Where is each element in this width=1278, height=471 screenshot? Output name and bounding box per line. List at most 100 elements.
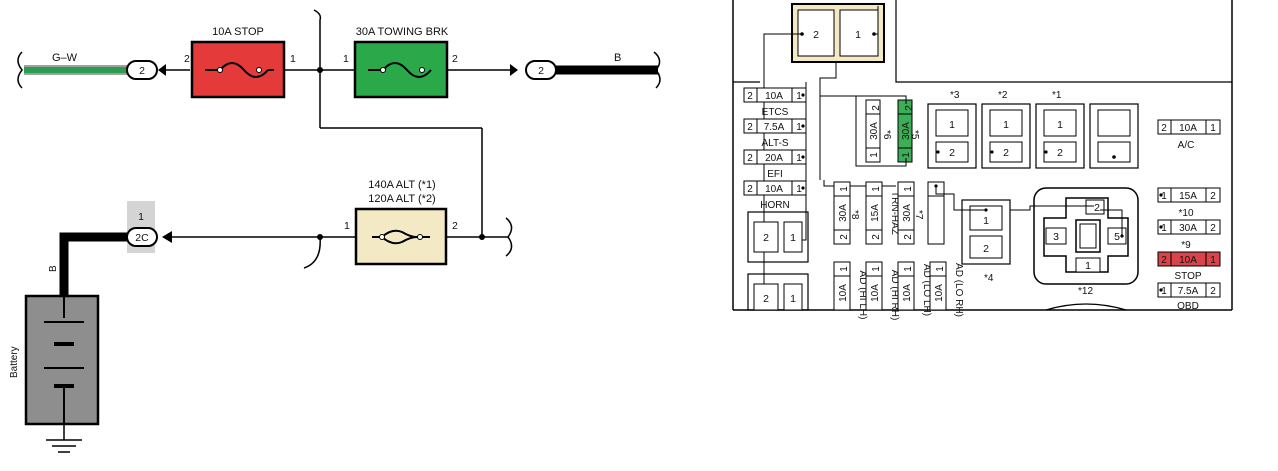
svg-text:30A: 30A: [869, 122, 880, 140]
svg-text:2: 2: [904, 105, 915, 111]
svg-text:10A: 10A: [838, 284, 849, 302]
svg-text:10A: 10A: [1179, 123, 1197, 134]
svg-text:2: 2: [747, 122, 753, 133]
svg-text:2: 2: [1210, 223, 1216, 234]
left-box-2: 2 1: [747, 273, 809, 311]
svg-text:*5: *5: [909, 130, 920, 140]
svg-text:2: 2: [1210, 191, 1216, 202]
svg-text:AD (LO RH): AD (LO RH): [953, 263, 964, 317]
svg-text:1: 1: [903, 186, 914, 192]
svg-text:1: 1: [1161, 286, 1167, 297]
fuse-ac: 2 10A 1 A/C: [1157, 119, 1221, 151]
svg-text:2: 2: [747, 91, 753, 102]
svg-text:1: 1: [869, 152, 880, 158]
svg-text:1: 1: [903, 266, 914, 272]
svg-text:2: 2: [1161, 255, 1167, 266]
svg-text:10A: 10A: [765, 91, 783, 102]
svg-text:2: 2: [1057, 147, 1063, 159]
bottom-fuses: 1 10A AD (HI LH) 1 10A AD (HI RH) 1 10A …: [833, 261, 964, 321]
svg-text:2: 2: [871, 234, 882, 240]
wire-b-right: B: [556, 51, 661, 89]
svg-text:2: 2: [1003, 147, 1009, 159]
svg-text:10A: 10A: [934, 284, 945, 302]
svg-text:1: 1: [1003, 119, 1009, 131]
svg-text:2: 2: [747, 153, 753, 164]
svg-text:A/C: A/C: [1178, 140, 1195, 151]
relay-2: 1 2: [981, 103, 1031, 169]
svg-text:1: 1: [839, 266, 850, 272]
svg-text:1: 1: [901, 152, 912, 158]
vfuse-30a-7: 1 30A 2 *7: [897, 181, 924, 245]
relay-blank: [1089, 103, 1139, 169]
stop-fuse-pin-left: 2: [184, 53, 190, 65]
svg-text:2: 2: [538, 65, 544, 77]
svg-text:2: 2: [1094, 202, 1100, 214]
fuse-box: 2 1 2 10A 1 ETCS 2 7.5A: [732, 0, 1233, 321]
towing-fuse-label: 30A TOWING BRK: [356, 26, 449, 38]
svg-text:2: 2: [983, 243, 989, 255]
svg-text:1: 1: [839, 186, 850, 192]
battery-label: Battery: [9, 346, 20, 378]
svg-text:1: 1: [796, 91, 802, 102]
svg-text:30A: 30A: [838, 204, 849, 222]
stop-fuse-label: 10A STOP: [212, 26, 264, 38]
svg-text:1: 1: [935, 266, 946, 272]
relay-3: 1 2: [927, 103, 977, 169]
vfuse-30a-6: 2 30A 1 *6: [865, 99, 892, 163]
fuse-stop-highlighted: 2 10A 1 STOP: [1157, 251, 1221, 282]
svg-text:1: 1: [871, 186, 882, 192]
battery-wire-label: B: [48, 265, 59, 272]
fuse-alt-s: 2 7.5A 1 ALT-S: [743, 118, 807, 149]
vfuse-30a-5-highlighted: 2 30A 1 *5: [897, 99, 920, 163]
wire-b-label: B: [614, 52, 621, 64]
svg-text:30A: 30A: [1179, 223, 1197, 234]
svg-text:1: 1: [855, 29, 861, 41]
alt-fuse-body: [354, 207, 448, 266]
svg-text:2: 2: [871, 105, 882, 111]
svg-text:TRN-HAZ: TRN-HAZ: [889, 191, 900, 235]
svg-text:2: 2: [747, 184, 753, 195]
left-box-1: 2 1: [747, 211, 809, 263]
svg-text:2: 2: [763, 232, 769, 244]
svg-text:1: 1: [1210, 255, 1216, 266]
left-fuses: 2 10A 1 ETCS 2 7.5A 1 ALT-S 2 20A 1: [743, 87, 807, 211]
svg-text:OBD: OBD: [1177, 301, 1199, 312]
svg-text:2: 2: [949, 147, 955, 159]
fuse-ad-hi-lh: 1 10A AD (HI LH): [833, 261, 868, 319]
svg-text:AD (HI RH): AD (HI RH): [889, 270, 900, 321]
svg-text:1: 1: [790, 232, 796, 244]
small-relay-4: 1 2 *4: [961, 199, 1011, 284]
svg-text:STOP: STOP: [1174, 271, 1201, 282]
connector-right: 2: [510, 60, 557, 80]
svg-text:EFI: EFI: [767, 169, 783, 180]
svg-text:AD (LO LH): AD (LO LH): [921, 264, 932, 316]
svg-text:*3: *3: [950, 90, 960, 101]
svg-text:2: 2: [763, 293, 769, 305]
svg-text:ETCS: ETCS: [762, 107, 789, 118]
svg-text:1: 1: [290, 53, 296, 65]
svg-text:2: 2: [1210, 286, 1216, 297]
fuse-efi: 2 20A 1 EFI: [743, 149, 807, 180]
svg-text:15A: 15A: [1179, 191, 1197, 202]
svg-text:10A: 10A: [902, 284, 913, 302]
top-relay: 2 1: [791, 3, 885, 63]
battery-wire: [59, 232, 127, 296]
wire-gw-label: G–W: [52, 52, 78, 64]
svg-text:*6: *6: [881, 130, 892, 140]
vfuse-30a-8: 1 30A 2 *8: [833, 181, 860, 245]
big-relay-12: 2 3 5 1 *12: [1033, 187, 1139, 297]
svg-text:2: 2: [839, 234, 850, 240]
schematic: G–W 2 2 10A STOP 1 30A TOWING BRK: [9, 9, 661, 453]
svg-text:1: 1: [1210, 123, 1216, 134]
svg-text:*8: *8: [849, 210, 860, 220]
svg-text:2: 2: [813, 29, 819, 41]
svg-text:2: 2: [903, 234, 914, 240]
fuse-15a-10: 1 15A 2 *10: [1157, 187, 1221, 219]
svg-text:1: 1: [1161, 191, 1167, 202]
fuse-horn: 2 10A 1 HORN: [743, 180, 807, 211]
fuse-ad-lo-lh: 1 10A AD (LO LH): [897, 261, 932, 316]
svg-text:30A: 30A: [902, 204, 913, 222]
svg-text:1: 1: [343, 53, 349, 65]
svg-text:*4: *4: [984, 273, 994, 284]
